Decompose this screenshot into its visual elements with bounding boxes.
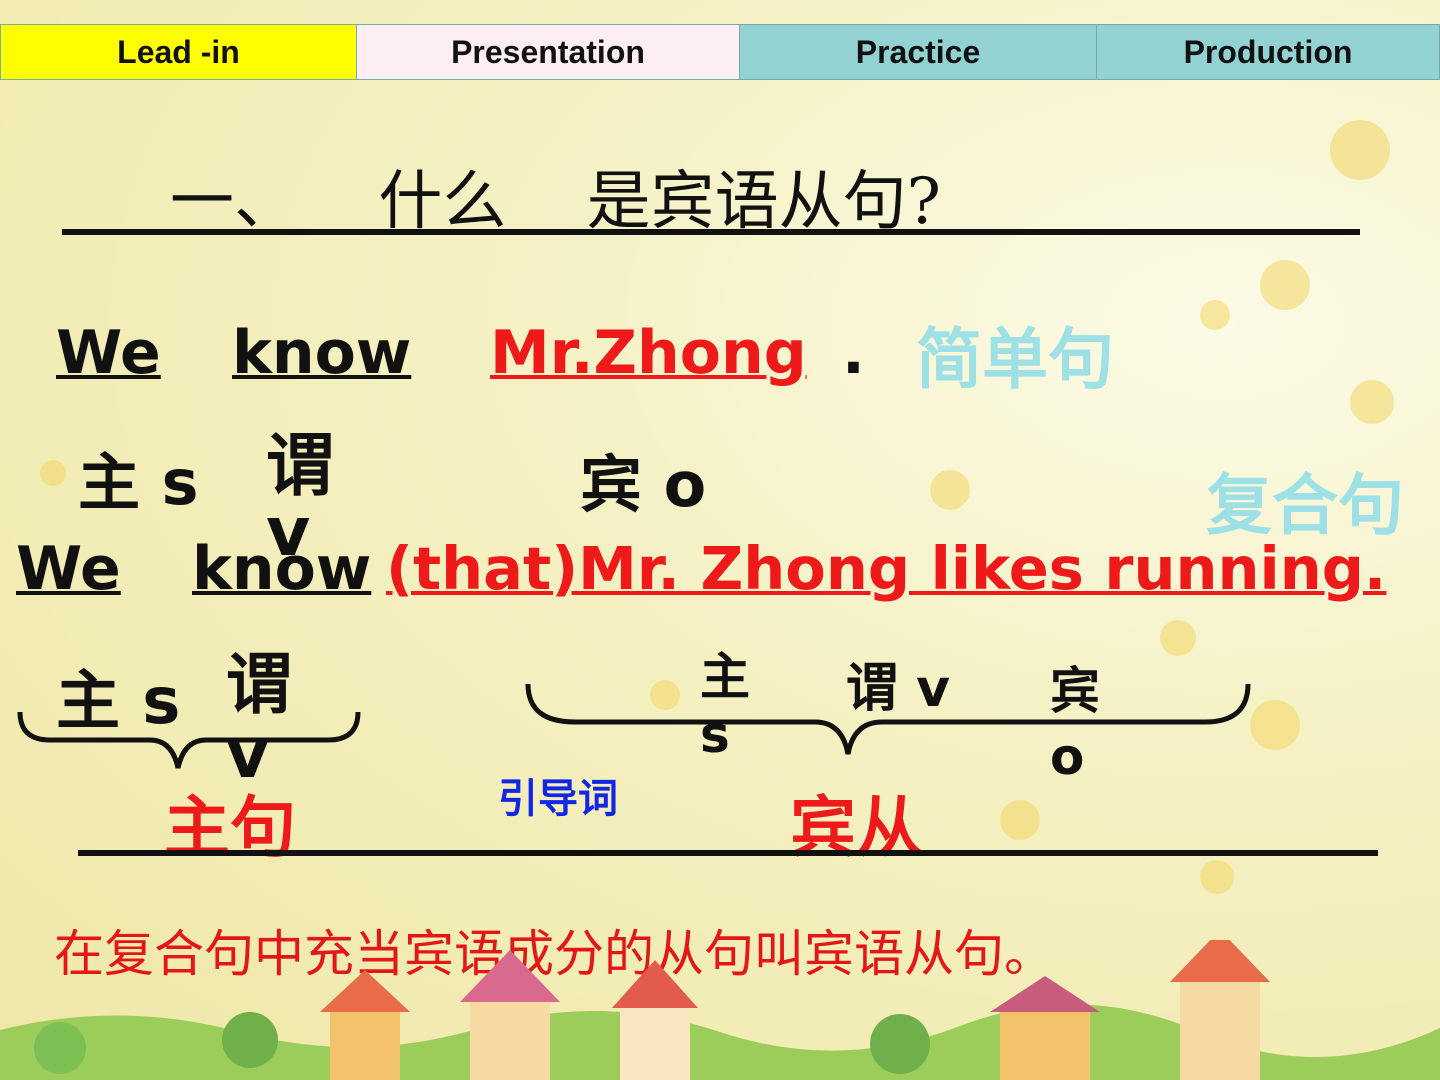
simple-word-we: We <box>56 318 161 388</box>
simple-subject-label: 主 s <box>78 446 199 519</box>
complex-word-know: know <box>192 534 372 604</box>
object-clause-brace <box>525 683 1251 755</box>
clause-object-label: 宾 o <box>1050 662 1100 786</box>
object-clause-text: (that)Mr. Zhong likes running. <box>386 534 1387 603</box>
simple-period: . <box>842 318 865 388</box>
main-clause-brace <box>17 711 361 769</box>
complex-word-we: We <box>16 534 121 604</box>
braces <box>17 683 1251 769</box>
tab-practice[interactable]: Practice <box>740 24 1097 80</box>
simple-word-know: know <box>232 318 412 388</box>
clause-subject-label: 主 s <box>700 648 750 764</box>
divider-line <box>78 850 1378 856</box>
connector-label: 引导词 <box>498 776 618 822</box>
complex-sentence-label: 复合句 <box>1206 467 1404 544</box>
complex-subject-label: 主 s <box>56 665 181 739</box>
complex-verb-label: 谓 v <box>226 646 292 793</box>
slide-title: 一、 什么 是宾语从句? <box>170 165 941 239</box>
simple-verb-label: 谓 v <box>266 427 335 572</box>
title-underline <box>62 229 1360 235</box>
section-tabs: Lead -in Presentation Practice Productio… <box>0 24 1440 80</box>
town-illustration <box>0 940 1440 1080</box>
simple-object: Mr.Zhong <box>490 318 807 388</box>
tab-presentation[interactable]: Presentation <box>357 24 740 80</box>
tab-production[interactable]: Production <box>1097 24 1440 80</box>
definition-text: 在复合句中充当宾语成分的从句叫宾语从句。 <box>54 925 1054 983</box>
clause-verb-label: 谓 v <box>846 659 951 719</box>
simple-sentence-label: 简单句 <box>916 321 1114 398</box>
tab-lead-in[interactable]: Lead -in <box>0 24 357 80</box>
simple-object-label: 宾 o <box>580 448 707 521</box>
